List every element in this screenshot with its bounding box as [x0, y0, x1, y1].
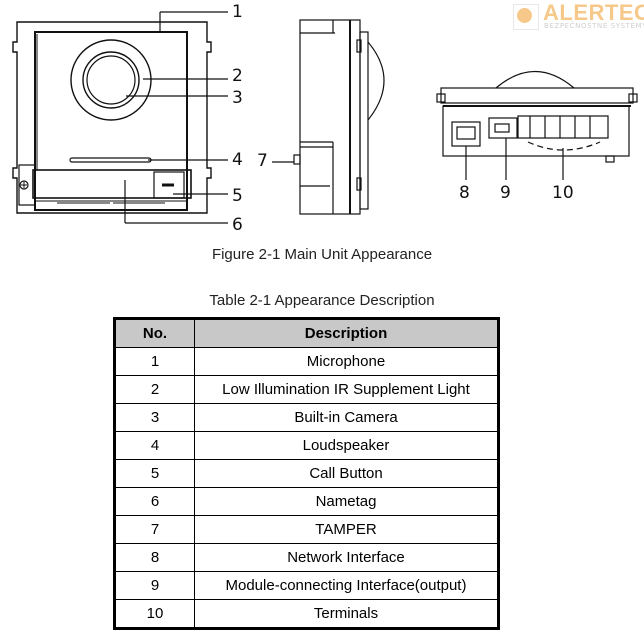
- alertech-logo: ALERTECH BEZPEČNOSTNÉ SYSTÉMY: [513, 0, 644, 32]
- callout-8: 8: [459, 183, 470, 203]
- callout-1: 1: [232, 2, 243, 22]
- row-description: TAMPER: [194, 515, 499, 544]
- callout-7: 7: [257, 151, 268, 171]
- row-number: 9: [114, 571, 195, 600]
- logo-tagline: BEZPEČNOSTNÉ SYSTÉMY: [544, 22, 644, 30]
- callout-3: 3: [232, 88, 243, 108]
- row-number: 2: [114, 375, 195, 404]
- logo-name: ALERTECH: [543, 0, 644, 25]
- row-description: Nametag: [194, 487, 499, 516]
- side-view-drawing: [272, 19, 385, 215]
- column-header-description: Description: [194, 318, 499, 348]
- callout-9: 9: [500, 183, 511, 203]
- table-header-row: No. Description: [114, 318, 499, 348]
- row-number: 3: [114, 403, 195, 432]
- row-description: Call Button: [194, 459, 499, 488]
- logo-mark-icon: [513, 4, 539, 30]
- main-unit-appearance-figure: [12, 11, 638, 224]
- row-number: 6: [114, 487, 195, 516]
- callout-5: 5: [232, 186, 243, 206]
- row-number: 4: [114, 431, 195, 460]
- front-view-drawing: [12, 11, 228, 224]
- row-description: Loudspeaker: [194, 431, 499, 460]
- row-description: Network Interface: [194, 543, 499, 572]
- column-header-no: No.: [114, 318, 195, 348]
- callout-10: 10: [552, 183, 574, 203]
- row-description: Module-connecting Interface(output): [194, 571, 499, 600]
- row-number: 5: [114, 459, 195, 488]
- callout-4: 4: [232, 150, 243, 170]
- callout-6: 6: [232, 215, 243, 235]
- row-number: 1: [114, 347, 195, 376]
- row-description: Terminals: [194, 599, 499, 629]
- row-number: 8: [114, 543, 195, 572]
- callout-2: 2: [232, 66, 243, 86]
- table-caption: Table 2-1 Appearance Description: [209, 292, 435, 309]
- figure-caption: Figure 2-1 Main Unit Appearance: [211, 246, 433, 263]
- row-description: Microphone: [194, 347, 499, 376]
- row-description: Low Illumination IR Supplement Light: [194, 375, 499, 404]
- row-number: 10: [114, 599, 195, 629]
- bottom-view-drawing: [436, 70, 638, 180]
- row-description: Built-in Camera: [194, 403, 499, 432]
- row-number: 7: [114, 515, 195, 544]
